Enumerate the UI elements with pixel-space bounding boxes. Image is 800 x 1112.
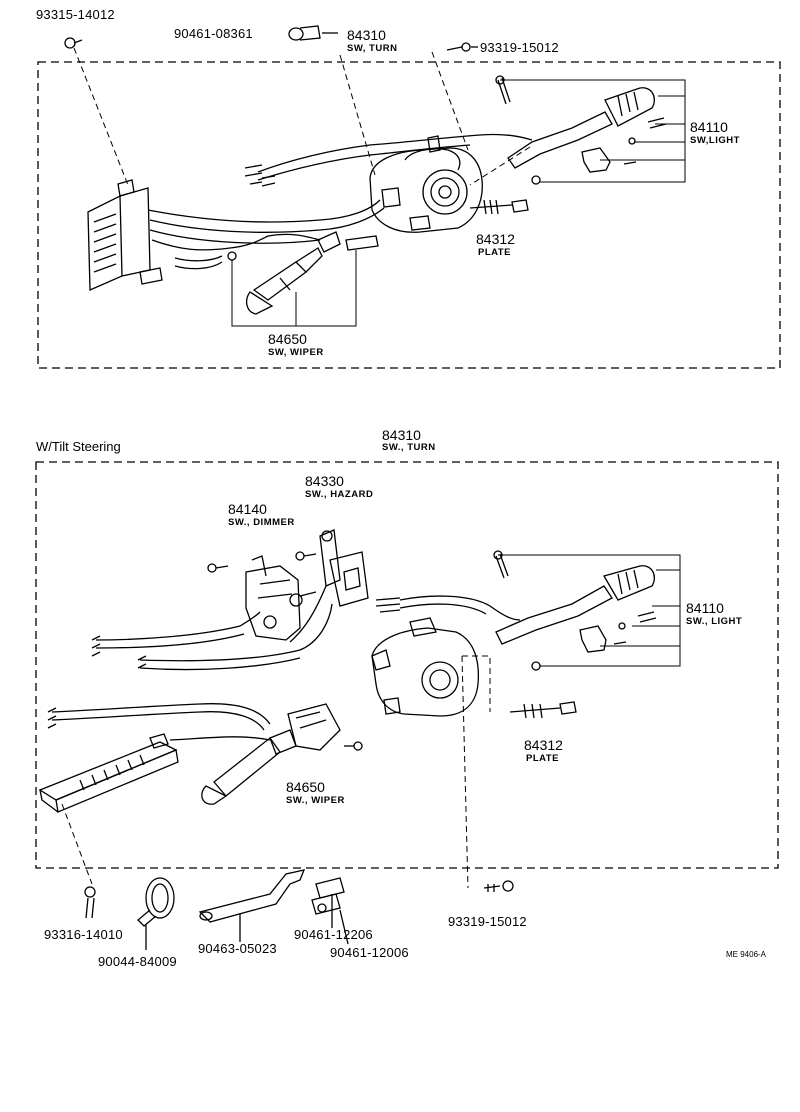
hazard-switch	[289, 529, 369, 643]
label-tilt-plate-number: 84312	[524, 737, 563, 753]
screw-93315-top	[64, 37, 83, 49]
label-wiper-switch-number: 84650	[268, 331, 307, 347]
light-wires-tilt	[375, 595, 521, 621]
top-frame	[37, 61, 781, 369]
light-bracket-tilt	[498, 554, 681, 667]
dimmer-wires	[91, 603, 333, 671]
label-tilt-plate-name: PLATE	[526, 753, 559, 764]
label-screw-93319-15012-bottom: 93319-15012	[448, 914, 527, 929]
tilt-leaders	[61, 655, 491, 889]
label-plate-name: PLATE	[478, 247, 511, 258]
connector-top	[87, 179, 163, 291]
label-wiper-switch-name: SW, WIPER	[268, 347, 324, 358]
light-switch-stalk-top	[495, 75, 655, 169]
wiper-switch-top	[227, 231, 379, 315]
top-leaders	[73, 47, 531, 186]
label-light-switch-name: SW,LIGHT	[690, 135, 740, 146]
label-clamp-90461-12006: 90461-12006	[330, 945, 409, 960]
label-screw-93316-14010: 93316-14010	[44, 927, 123, 942]
plate-84312-tilt	[509, 701, 577, 719]
label-turn-switch-number: 84310	[347, 27, 386, 43]
label-dimmer-switch-number: 84140	[228, 501, 267, 517]
label-screw-93315-14012: 93315-14012	[36, 7, 115, 22]
label-light-switch-number: 84110	[690, 119, 728, 135]
wiper-wires-tilt	[47, 703, 271, 741]
label-tilt-wiper-switch-number: 84650	[286, 779, 325, 795]
label-tilt-light-switch-number: 84110	[686, 600, 724, 616]
band-90044	[137, 877, 175, 950]
label-turn-switch-name: SW, TURN	[347, 43, 398, 54]
clamp-90461-08361	[288, 25, 338, 41]
label-hazard-switch-number: 84330	[305, 473, 344, 489]
tilt-frame	[35, 461, 779, 869]
label-band-90044-84009: 90044-84009	[98, 954, 177, 969]
label-dimmer-switch-name: SW., DIMMER	[228, 517, 295, 528]
turn-switch-tilt	[371, 617, 480, 717]
connector-tilt	[38, 733, 179, 813]
screw-93319-bottom	[483, 880, 514, 892]
screw-93319-top	[446, 42, 478, 52]
plate-84312-top	[469, 199, 529, 215]
turn-switch-top	[369, 135, 483, 233]
dimmer-switch	[207, 551, 317, 641]
light-small-parts-top	[531, 117, 667, 185]
bracket-90463	[198, 869, 306, 942]
harness-top	[147, 133, 533, 270]
wiper-switch-tilt	[201, 703, 363, 805]
light-small-parts-tilt	[531, 611, 657, 671]
label-screw-93319-15012-top: 93319-15012	[480, 40, 559, 55]
light-switch-stalk-tilt	[493, 550, 655, 645]
label-clamp-90461-12206: 90461-12206	[294, 927, 373, 942]
tilt-section-heading: W/Tilt Steering	[36, 439, 121, 454]
label-tilt-light-switch-name: SW., LIGHT	[686, 616, 743, 627]
drawing-code: ME 9406-A	[726, 950, 767, 959]
label-tilt-turn-switch-number: 84310	[382, 427, 421, 443]
label-bracket-90463-05023: 90463-05023	[198, 941, 277, 956]
label-tilt-turn-switch-name: SW., TURN	[382, 442, 436, 453]
light-bracket-top	[500, 79, 686, 183]
screw-93316	[84, 886, 96, 919]
wiper-bracket-top	[231, 250, 357, 327]
label-plate-number: 84312	[476, 231, 515, 247]
clamp-90461-pair	[311, 877, 349, 945]
label-tilt-wiper-switch-name: SW., WIPER	[286, 795, 345, 806]
label-hazard-switch-name: SW., HAZARD	[305, 489, 374, 500]
label-clamp-90461-08361: 90461-08361	[174, 26, 253, 41]
